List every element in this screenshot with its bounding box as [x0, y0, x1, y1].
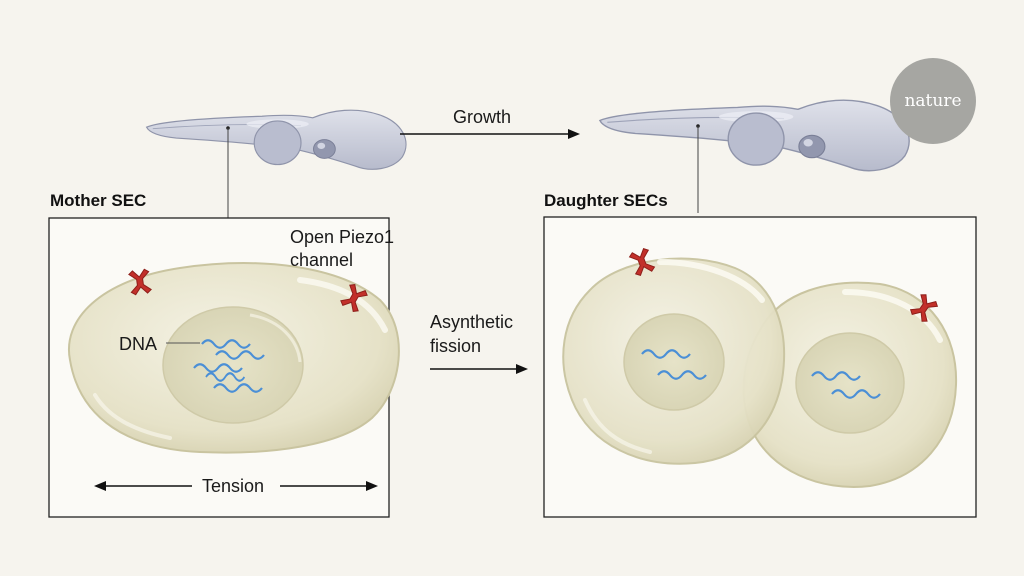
piezo-label-line2: channel	[290, 250, 354, 270]
dna-label: DNA	[119, 334, 158, 354]
nature-logo: nature	[890, 58, 976, 144]
daughter-cell-right	[742, 281, 958, 488]
fission-label-line2: fission	[430, 336, 482, 356]
piezo-label-line1: Open Piezo1	[290, 227, 395, 247]
fission-label-line1: Asynthetic	[430, 312, 514, 332]
mother-sec-title: Mother SEC	[50, 191, 147, 210]
tension-label: Tension	[202, 476, 265, 496]
daughter-nucleus	[795, 332, 905, 434]
growth-label: Growth	[453, 107, 512, 127]
tension-arrow	[94, 481, 378, 491]
daughter-cell-left	[562, 257, 786, 465]
daughter-nucleus	[623, 313, 725, 411]
zebrafish-larva-icon	[145, 109, 407, 170]
mother-nucleus	[162, 306, 304, 424]
daughter-secs-title: Daughter SECs	[544, 191, 668, 210]
zebrafish-larva-icon	[599, 99, 910, 172]
